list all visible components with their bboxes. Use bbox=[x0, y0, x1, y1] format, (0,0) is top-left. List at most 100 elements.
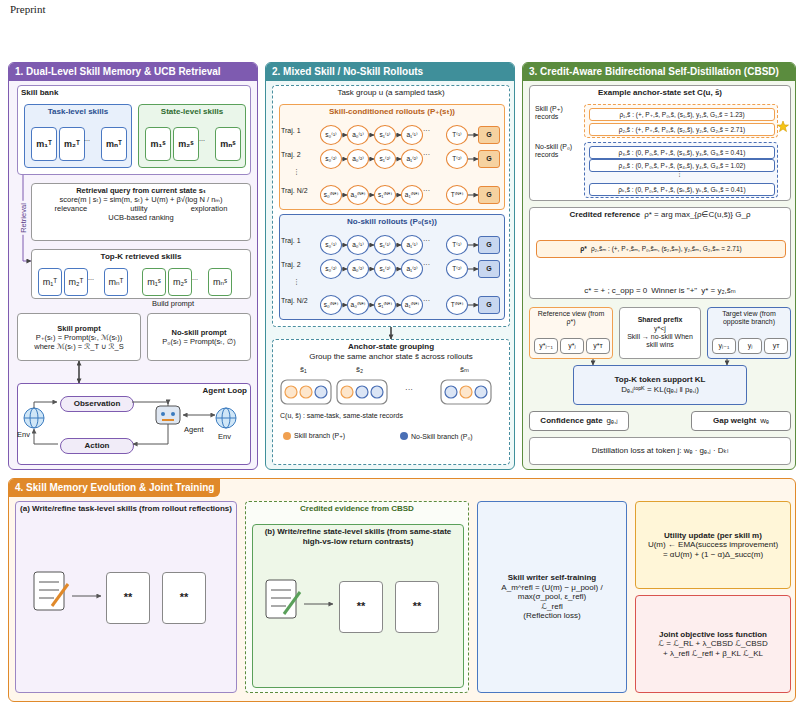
node-text: ℒ_refl bbox=[541, 602, 562, 612]
node-text: ρ₂,s̃ : (+, P₊,s̃, P₀,s̃, (s₂,s̃), y₂,s̃… bbox=[619, 126, 745, 134]
connector bbox=[396, 135, 401, 136]
connector bbox=[369, 159, 374, 160]
connector bbox=[593, 359, 594, 365]
node-text: s₁⁽¹⁾ bbox=[380, 241, 391, 249]
connector bbox=[390, 327, 392, 339]
text-row: m₂ˢ bbox=[178, 139, 193, 150]
label: Preprint bbox=[10, 4, 45, 15]
node-text: Distillation loss at token j: wₑ · gₑ,ⱼ … bbox=[592, 446, 729, 456]
text-row: State-level skills bbox=[161, 107, 223, 117]
text-row: T⁽²⁾ bbox=[452, 155, 461, 163]
rollout-box: Skill-conditioned rollouts (P₊(sₜ))s₀⁽¹⁾… bbox=[279, 104, 505, 210]
state-circle: a₀⁽²⁾ bbox=[347, 149, 369, 169]
process-box: Skill writer self-trainingA_m^refl = (U(… bbox=[477, 501, 627, 693]
token-box: yⱼ₋₁ bbox=[712, 338, 736, 354]
node-text: T⁽²⁾ bbox=[452, 265, 461, 273]
node-text: y*ⱼ bbox=[568, 342, 575, 350]
text-row: Utility update (per skill m) bbox=[664, 531, 762, 541]
process-box: Retrieval query from current state sₜsco… bbox=[31, 183, 251, 241]
node-text: Example anchor-state set C(u, s̃) bbox=[598, 88, 722, 98]
text-row: Retrieval query from current state sₜ bbox=[76, 186, 206, 195]
node-text: mₙᵀ bbox=[106, 139, 122, 150]
label: Traj. 1 bbox=[281, 237, 301, 244]
text-row: ℒ_refl bbox=[541, 602, 562, 612]
node-text: s₀⁽¹⁾ bbox=[325, 131, 336, 139]
text-row: Task-level skills bbox=[48, 107, 108, 117]
legend-text: No-Skill branch (P₀) bbox=[411, 433, 473, 440]
text-row: yᴛ bbox=[773, 342, 780, 350]
text-row: a₁⁽²⁾ bbox=[406, 155, 417, 163]
state-circle: s₀⁽¹⁾ bbox=[320, 125, 342, 145]
text-row: Reference view (from ρ*) bbox=[533, 310, 609, 327]
text-row: Skill (P₊) records bbox=[535, 105, 581, 122]
skill-card: m₂ᵀ bbox=[59, 127, 85, 161]
state-circle: T⁽ᴺ*⁾ bbox=[446, 185, 468, 205]
text-row: ** bbox=[413, 600, 422, 613]
node-text: Top-K token support KL bbox=[615, 375, 706, 385]
node-text: y*ⱼ₋₁ bbox=[539, 342, 553, 350]
text-row: c* = + ; c_opp = 0Winner is "+"y* = y₂,s… bbox=[584, 286, 735, 296]
node-text: Winner is "+" bbox=[651, 286, 697, 296]
node-text: s₀⁽²⁾ bbox=[325, 265, 336, 273]
text-row: Credited referenceρ* = arg max_{ρ∈C(u,s̃… bbox=[570, 210, 751, 220]
text-row: mₙˢ bbox=[220, 139, 236, 150]
text-row: s₀⁽¹⁾ bbox=[325, 241, 336, 249]
node-text: exploration bbox=[191, 204, 228, 213]
node-text: a₀⁽ᴺ*⁾ bbox=[351, 301, 366, 309]
connector bbox=[342, 135, 347, 136]
node-text: Agent Loop bbox=[203, 386, 247, 396]
text-row: T⁽¹⁾ bbox=[452, 241, 461, 249]
text-row: T⁽¹⁾ bbox=[452, 131, 461, 139]
connector bbox=[369, 135, 374, 136]
text-row: ρₖ,s̃ : (0, P₀,s̃, P₊,s̃, (sₖ,s̃), yₖ,s̃… bbox=[618, 186, 745, 194]
connector bbox=[396, 245, 401, 246]
text-row: a₀⁽²⁾ bbox=[352, 265, 364, 273]
text-row: A_m^refl = (U(m) − μ_pool) / max(σ_pool,… bbox=[481, 583, 623, 602]
panel-title: 4. Skill Memory Evolution & Joint Traini… bbox=[9, 479, 220, 497]
node-text: G bbox=[486, 191, 491, 199]
node-text: a₁⁽²⁾ bbox=[406, 155, 417, 163]
state-circle: s₀⁽²⁾ bbox=[320, 149, 342, 169]
writer-arrows bbox=[72, 596, 333, 604]
writer-box: (b) Write/refine state-level skills (fro… bbox=[252, 524, 464, 688]
skill-doc: ** bbox=[162, 572, 206, 624]
node-text: T⁽¹⁾ bbox=[452, 241, 461, 249]
panel: 3. Credit-Aware Bidirectional Self-Disti… bbox=[522, 62, 796, 470]
text-row: (b) Write/refine state-level skills (fro… bbox=[256, 527, 460, 546]
writer-icon bbox=[34, 572, 300, 618]
state-circle: a₁⁽¹⁾ bbox=[401, 125, 423, 145]
text-row: Skill prompt bbox=[57, 324, 100, 333]
node-text: s₁⁽ᴺ*⁾ bbox=[378, 191, 392, 199]
label: ··· bbox=[423, 151, 430, 158]
connector bbox=[396, 269, 401, 270]
legend-swatch bbox=[400, 432, 408, 440]
text-row: a₀⁽¹⁾ bbox=[352, 131, 364, 139]
step-box: Observation bbox=[60, 396, 134, 412]
label: ... bbox=[199, 135, 205, 142]
process-box: No-skill promptP₀(sₜ) = Prompt(sₜ, ∅) bbox=[147, 313, 251, 361]
text-row: a₁⁽ᴺ*⁾ bbox=[405, 191, 419, 199]
state-circle: s₀⁽ᴺ*⁾ bbox=[320, 185, 342, 205]
skill-group: State-level skillsm₁ˢm₂ˢmₙˢ bbox=[138, 104, 246, 168]
skill-doc: ** bbox=[395, 581, 439, 633]
text-row: m₂ᵀ bbox=[64, 139, 80, 150]
text-row: y*ⱼ bbox=[568, 342, 575, 350]
state-circle: a₁⁽²⁾ bbox=[401, 149, 423, 169]
text-row: a₀⁽ᴺ*⁾ bbox=[351, 191, 366, 199]
node-text: (a) Write/refine task-level skills (from… bbox=[20, 504, 232, 514]
text-row: Skill bank bbox=[21, 88, 58, 98]
state-circle: s₁⁽¹⁾ bbox=[374, 125, 396, 145]
text-row: a₀⁽¹⁾ bbox=[352, 241, 364, 249]
record-row: ρₖ,s̃ : (0, P₀,s̃, P₊,s̃, (sₖ,s̃), yₖ,s̃… bbox=[589, 183, 775, 196]
node-text: s₁⁽²⁾ bbox=[380, 265, 391, 273]
text-row: y*ᴛ bbox=[593, 342, 602, 350]
state-circle: s₁⁽²⁾ bbox=[374, 149, 396, 169]
text-row: G bbox=[486, 265, 491, 273]
node-text: a₁⁽¹⁾ bbox=[406, 241, 417, 249]
label: s̃ₘ bbox=[460, 366, 469, 374]
text-row: Confidence gategₑ,ⱼ bbox=[540, 416, 617, 426]
label: ⋮ bbox=[676, 170, 683, 177]
token-box: y*ⱼ bbox=[560, 338, 584, 354]
token-box: yᴛ bbox=[764, 338, 788, 354]
return-box: G bbox=[478, 186, 500, 204]
